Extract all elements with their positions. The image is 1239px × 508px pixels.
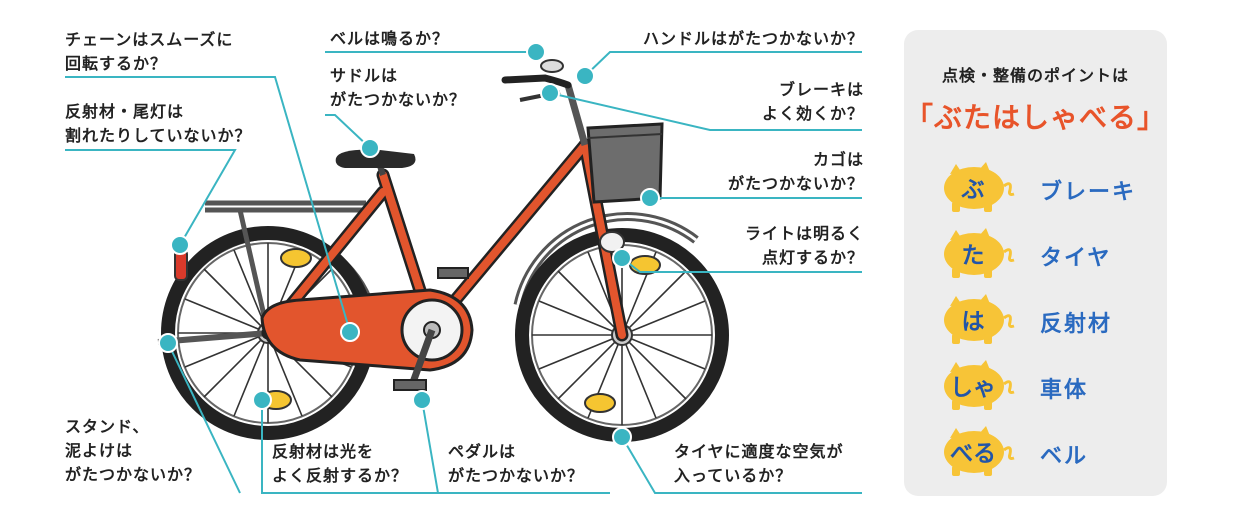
label-basket: カゴは がたつかないか？ [727,150,864,193]
pedal-lower [393,379,427,391]
dot-chain [340,322,360,342]
mnemonic-word: ブレーキ [1040,180,1137,205]
pig-icon [944,294,1015,344]
mnemonic-word: 車体 [1040,378,1089,403]
mnemonic-item: ぶ ブレーキ [938,160,1168,220]
mnemonic-item: た タイヤ [938,226,1168,286]
dot-bell [526,42,546,62]
label-brake: ブレーキは よく効くか？ [761,80,864,123]
dot-tail-reflector [170,235,190,255]
mnemonic-kana: べる [950,441,996,467]
dot-brake [540,83,560,103]
pig-icon [944,360,1015,410]
dot-handle [575,66,595,86]
bell [540,59,564,73]
label-saddle: サドルは がたつかないか？ [330,66,467,109]
panel-title: 点検・整備のポイントは [941,66,1129,85]
mnemonic-word: ベル [1040,444,1089,469]
mnemonic-word: タイヤ [1040,246,1112,271]
dot-saddle [360,138,380,158]
dot-reflector [252,390,272,410]
mnemonic-kana: は [961,309,985,335]
crank-arm [408,328,436,387]
leader-lines [65,51,862,494]
pig-icon [944,162,1015,212]
pig-icon [944,426,1015,476]
front-spoke-reflector-lower [584,393,616,413]
mnemonic-kana: た [961,243,985,269]
label-light: ライトは明るく 点灯するか？ [744,224,864,267]
label-stand: スタンド、 泥よけは がたつかないか？ [65,417,202,484]
leader-dots [158,42,660,447]
saddle [335,149,416,168]
panel-slogan: 「ぶたはしゃべる」 [904,101,1166,134]
dot-pedal [412,390,432,410]
label-chain: チェーンはスムーズに 回転するか？ [65,30,234,73]
label-handle: ハンドルはがたつかないか？ [642,29,864,48]
headlight [599,231,625,253]
mnemonic-panel: 点検・整備のポイントは 「ぶたはしゃべる」 ぶ ブレーキ た タイヤ [904,30,1167,496]
mnemonic-kana: しゃ [950,375,996,401]
pig-icon [944,228,1015,278]
pedal-upper [437,267,469,279]
label-pedal: ペダルは がたつかないか？ [448,442,585,485]
dot-tire [612,427,632,447]
dot-light [612,248,632,268]
label-reflector-taillight: 反射材・尾灯は 割れたりしていないか？ [65,102,252,145]
dot-basket [640,188,660,208]
label-bell: ベルは鳴るか？ [330,29,450,48]
bicycle-illustration [157,59,729,442]
mnemonic-item: べる ベル [938,424,1168,484]
dot-stand [158,333,178,353]
label-tire: タイヤに適度な空気が 入っているか？ [674,442,844,485]
mnemonic-item: しゃ 車体 [938,358,1168,418]
rear-spoke-reflector [280,248,312,268]
mnemonic-word: 反射材 [1040,312,1113,337]
handlebar [501,74,572,89]
mnemonic-kana: ぶ [961,177,985,203]
label-reflector-light: 反射材は光を よく反射するか？ [272,442,409,485]
mnemonic-item: は 反射材 [938,292,1168,352]
